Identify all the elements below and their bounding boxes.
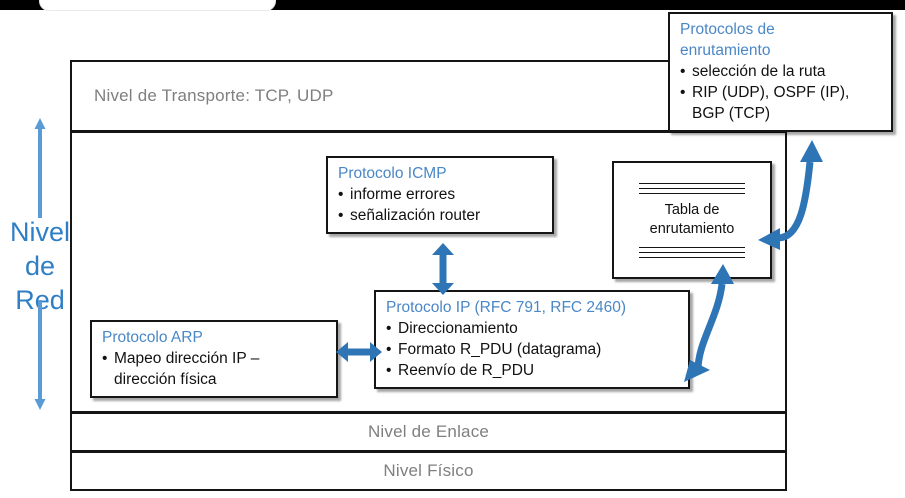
curved-double-arrow-icon — [684, 262, 744, 387]
double-arrow-vertical-icon — [430, 243, 456, 295]
list-item: informe errores — [338, 184, 542, 205]
doc-rules-top — [639, 182, 745, 194]
layer-enlace-label: Nivel de Enlace — [367, 422, 490, 441]
layer-enlace: Nivel de Enlace — [70, 412, 787, 452]
box-enrutamiento-title: Protocolos de enrutamiento — [680, 21, 775, 59]
box-protocolo-arp: Protocolo ARP Mapeo dirección IP – direc… — [90, 320, 338, 398]
tabla-de-enrutamiento-label: Tabla de enrutamiento — [649, 201, 735, 237]
box-arp-list: Mapeo dirección IP – dirección física — [102, 348, 326, 390]
box-icmp-title: Protocolo ICMP — [338, 165, 447, 182]
list-item: Direccionamiento — [386, 318, 678, 339]
top-black-strip — [0, 0, 905, 10]
list-item: Mapeo dirección IP – dirección física — [102, 348, 326, 390]
box-ip-title: Protocolo IP (RFC 791, RFC 2460) — [386, 299, 627, 316]
doc-rules-bottom — [639, 246, 745, 258]
tabla-de-enrutamiento-doc: Tabla de enrutamiento — [612, 161, 772, 279]
box-protocolos-de-enrutamiento: Protocolos de enrutamiento selección de … — [668, 12, 893, 132]
arrow-up-icon — [34, 118, 46, 218]
list-item: selección de la ruta — [680, 61, 881, 82]
layer-fisico-label: Nivel Físico — [383, 461, 474, 480]
box-protocolo-ip: Protocolo IP (RFC 791, RFC 2460) Direcci… — [374, 290, 690, 389]
list-item: Reenvío de R_PDU — [386, 360, 678, 381]
box-protocolo-icmp: Protocolo ICMP informe errores señalizac… — [326, 156, 554, 234]
double-arrow-horizontal-icon — [336, 340, 382, 364]
box-enrutamiento-list: selección de la ruta RIP (UDP), OSPF (IP… — [680, 61, 881, 124]
top-strip-notch — [40, 0, 275, 10]
list-item: señalización router — [338, 205, 542, 226]
list-item: RIP (UDP), OSPF (IP), BGP (TCP) — [680, 82, 881, 124]
nivel-de-red-label: Nivel de Red — [9, 217, 70, 315]
box-icmp-list: informe errores señalización router — [338, 184, 542, 226]
curved-double-arrow-icon — [758, 138, 833, 253]
layer-transporte-label: Nivel de Transporte: TCP, UDP — [94, 86, 334, 105]
box-arp-title: Protocolo ARP — [102, 329, 203, 346]
arrow-down-icon — [34, 300, 46, 410]
box-ip-list: Direccionamiento Formato R_PDU (datagram… — [386, 318, 678, 381]
layer-fisico: Nivel Físico — [70, 451, 787, 491]
list-item: Formato R_PDU (datagrama) — [386, 339, 678, 360]
